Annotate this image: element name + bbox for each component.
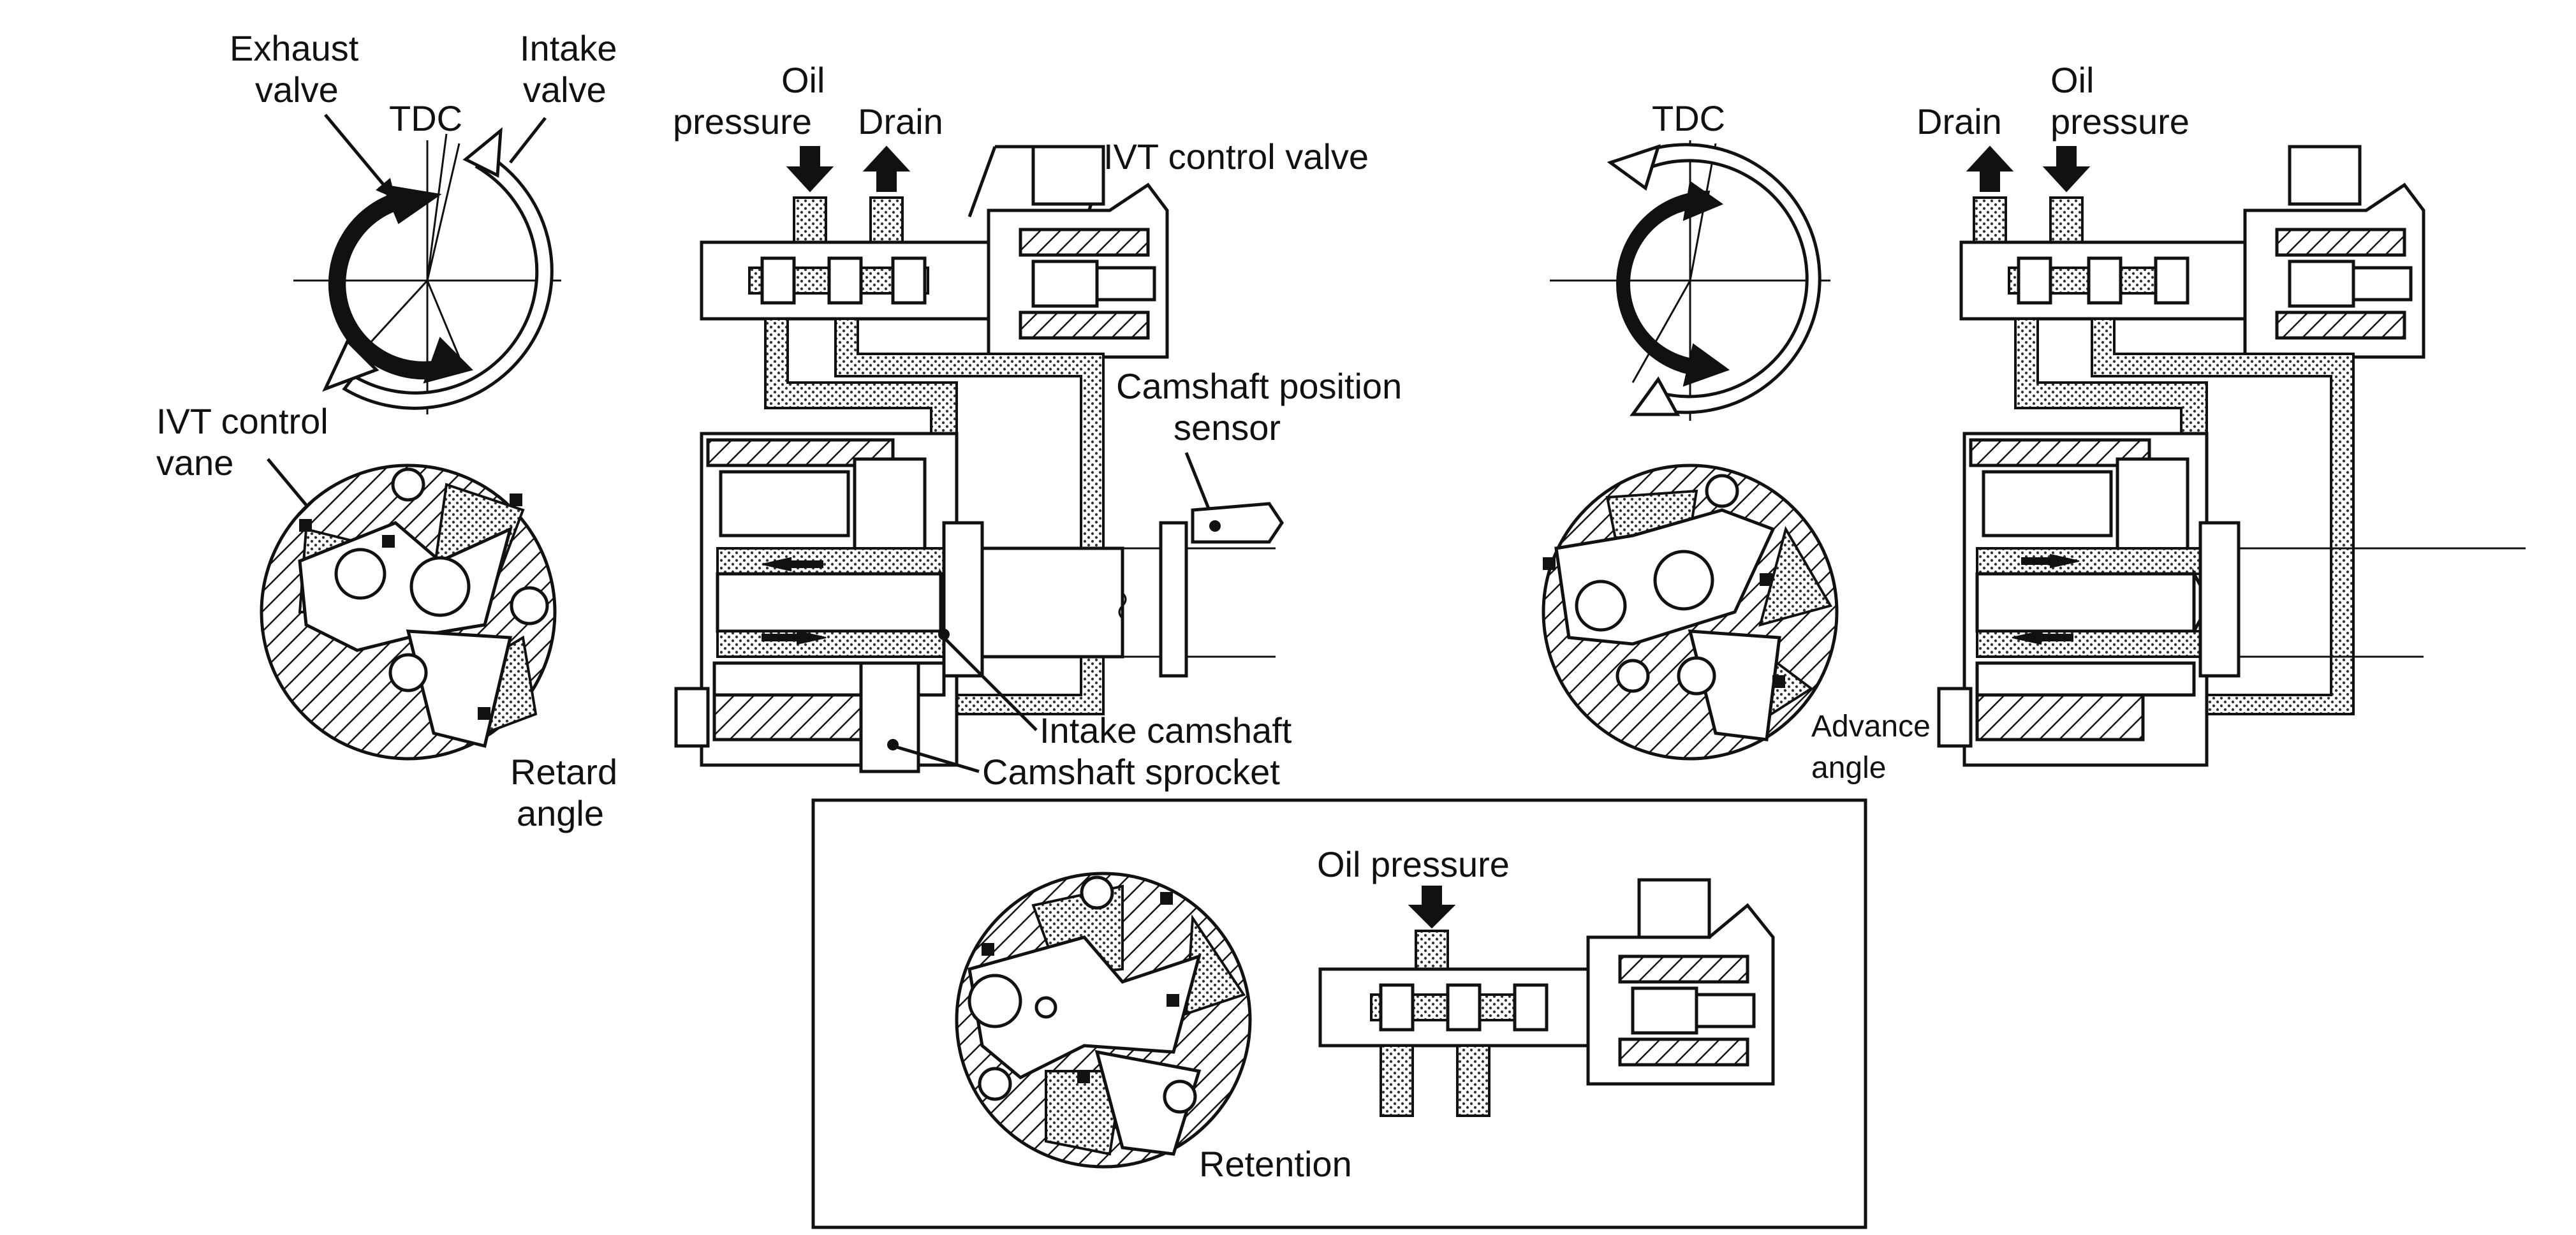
oil-pressure-label-left: Oil [781, 60, 825, 100]
oil-pressure-label-bottom: Oil pressure [1317, 844, 1510, 884]
vane-rotor-retention [955, 872, 1252, 1169]
intake-camshaft-label: Intake camshaft [1040, 710, 1292, 750]
control-valve-retention [1318, 878, 1775, 1117]
oil-pressure-label-right-2: pressure [2050, 101, 2190, 142]
vane-rotor-advance [1542, 464, 1839, 761]
ivt-control-vane-label: IVT control [156, 401, 328, 441]
tdc-label-right: TDC [1652, 98, 1725, 138]
retention-label: Retention [1199, 1144, 1352, 1184]
drain-label-left: Drain [858, 101, 943, 142]
vane-rotor-retard [260, 464, 557, 761]
oil-pressure-label-right: Oil [2050, 60, 2094, 100]
retard-angle-label: Retard [510, 752, 617, 792]
ivt-control-valve-label: IVT control valve [1103, 136, 1369, 177]
intake-valve-label-2: valve [523, 69, 607, 110]
drain-label-right: Drain [1917, 101, 2002, 142]
camshaft-assembly-right [1937, 432, 2526, 767]
tdc-label-left: TDC [389, 98, 462, 138]
advance-angle-label-2: angle [1811, 751, 1886, 785]
camshaft-sprocket-label: Camshaft sprocket [982, 752, 1280, 792]
oil-pressure-label-left-2: pressure [673, 101, 812, 142]
control-valve-left [700, 145, 1169, 359]
timing-circle-retard [293, 127, 561, 414]
exhaust-valve-label-2: valve [255, 69, 339, 110]
retention-panel [811, 798, 1867, 1229]
intake-valve-label: Intake [520, 28, 617, 68]
control-valve-right [1959, 145, 2425, 359]
timing-circle-advance [1550, 140, 1830, 421]
camshaft-position-sensor [1191, 502, 1284, 544]
camshaft-position-sensor-label-2: sensor [1174, 407, 1281, 448]
exhaust-valve-label: Exhaust [230, 28, 359, 68]
camshaft-assembly-left [674, 432, 1276, 773]
advance-angle-label: Advance [1811, 710, 1931, 743]
retard-angle-label-2: angle [517, 793, 604, 833]
camshaft-position-sensor-label: Camshaft position [1116, 366, 1402, 406]
ivt-control-vane-label-2: vane [156, 442, 233, 483]
